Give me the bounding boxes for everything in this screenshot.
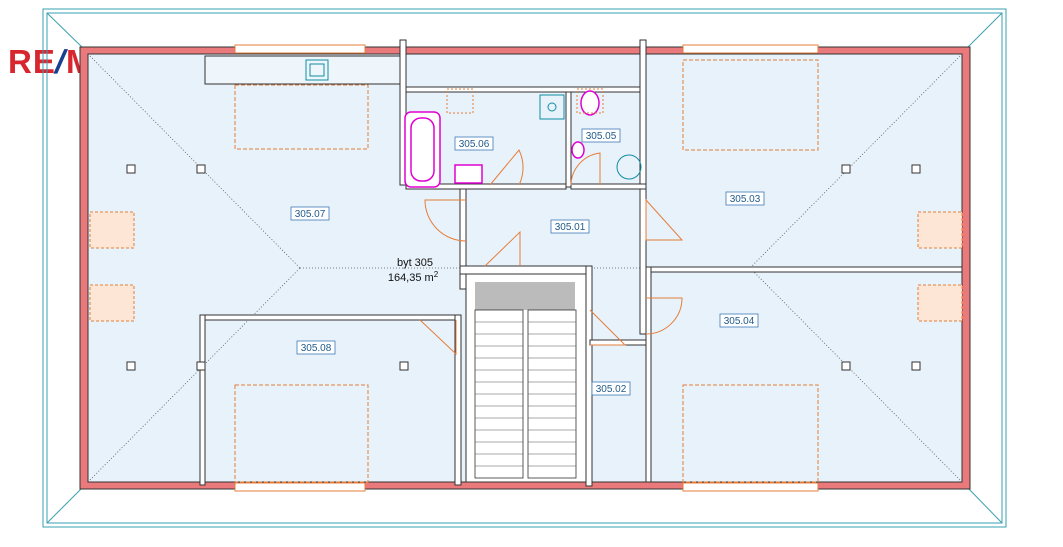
room-label-305-03: 305.03 [725,191,765,206]
room-label-305-08: 305.08 [296,340,336,355]
room-label-305-07: 305.07 [290,206,330,221]
apartment-label: byt 305 164,35 m2 [388,257,439,284]
room-id: 305.04 [724,316,755,327]
posts [126,164,921,371]
staircase [465,273,587,483]
apartment-area: 164,35 m2 [388,270,439,284]
room-id: 305.07 [295,209,326,220]
room-label-305-06: 305.06 [454,136,494,151]
utility-boxes [446,88,604,114]
roof-windows [234,59,819,483]
room-id: 305.03 [730,194,761,205]
shower-icon [539,94,642,180]
room-label-305-04: 305.04 [719,313,759,328]
room-id: 305.02 [596,384,627,395]
room-id: 305.06 [459,139,490,150]
site-outline [42,8,1007,528]
room-label-305-05: 305.05 [581,128,621,143]
windows [234,44,819,492]
interior-walls [199,39,963,487]
bathroom-fixtures [404,90,600,188]
apartment-name: byt 305 [397,257,433,269]
side-windows [89,211,963,322]
room-labels: 305.01 305.02 305.03 305.04 305.05 305.06 305.… [290,128,765,396]
room-id: 305.05 [586,131,617,142]
room-id: 305.08 [301,343,332,354]
room-label-305-02: 305.02 [591,381,631,396]
room-id: 305.01 [555,222,586,233]
kitchen-sink [305,59,329,81]
room-label-305-01: 305.01 [550,219,590,234]
doors [419,149,684,356]
